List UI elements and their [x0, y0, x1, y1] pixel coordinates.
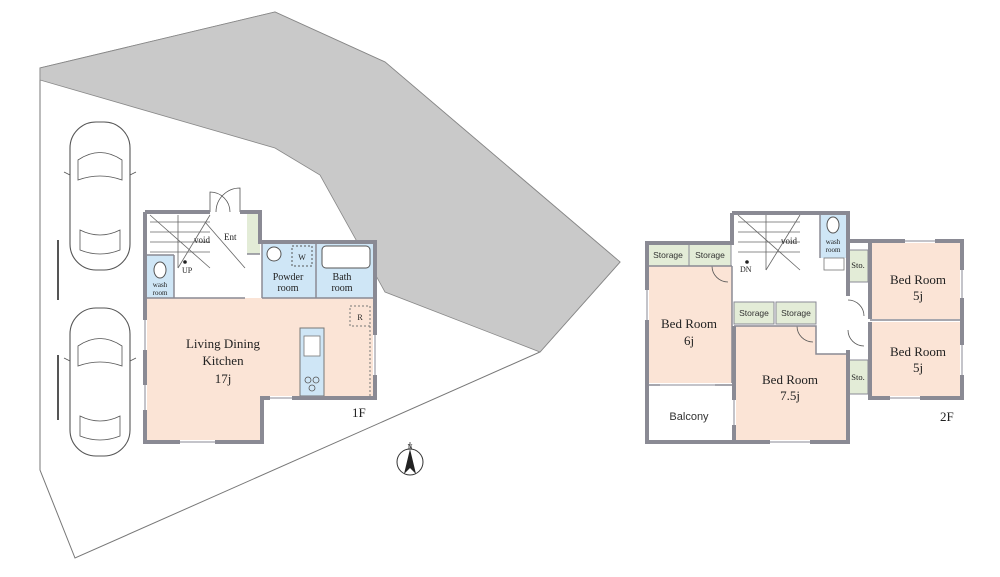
- fridge-label: R: [357, 313, 363, 322]
- bed-room-5j-lower: [870, 322, 962, 398]
- powder-room-line2: room: [277, 283, 298, 294]
- ldk-label-line1: Living Dining: [186, 336, 261, 351]
- bed-room-5j-upper-label: Bed Room: [890, 272, 946, 287]
- sto-label-lower: Sto.: [851, 372, 864, 382]
- north-label: N: [407, 443, 412, 451]
- entrance-label: Ent: [224, 232, 237, 242]
- storage-label-3: Storage: [739, 308, 769, 318]
- floor-2-plan: [645, 211, 964, 444]
- bath-room-line2: room: [331, 283, 352, 294]
- bath-room-line1: Bath: [333, 272, 352, 283]
- floor-2-label: 2F: [940, 409, 954, 424]
- bed-room-5j-upper: [870, 241, 962, 319]
- north-arrow-icon: [396, 442, 424, 476]
- storage-3: [733, 301, 775, 325]
- ldk-size-label: 17j: [215, 371, 232, 386]
- bed-room-6j-label: Bed Room: [661, 316, 717, 331]
- void-label-1f: void: [194, 235, 211, 245]
- bed-room-6j: [647, 266, 732, 383]
- storage-label-4: Storage: [781, 308, 811, 318]
- bed-room-6j-size: 6j: [684, 333, 694, 348]
- sto-label-upper: Sto.: [851, 260, 864, 270]
- bed-room-5j-lower-label: Bed Room: [890, 344, 946, 359]
- storage-4: [775, 301, 817, 325]
- wash-label-1f-line1: wash: [153, 281, 168, 289]
- car-icon: [63, 121, 137, 271]
- void-label-2f: void: [781, 236, 798, 246]
- up-label: UP: [182, 266, 193, 275]
- bed-room-7-5j: [734, 326, 847, 442]
- ldk-label-line2: Kitchen: [202, 353, 244, 368]
- road-area: [39, 11, 621, 353]
- storage-label-2: Storage: [695, 250, 725, 260]
- balcony-area: [647, 385, 732, 442]
- bed-room-7-5j-label: Bed Room: [762, 372, 818, 387]
- wash-label-2f-line1: wash: [826, 238, 841, 246]
- fridge-space: [349, 305, 371, 327]
- wash-label-1f-line2: room: [153, 289, 168, 297]
- washer-space: [291, 245, 313, 267]
- washer-label: W: [298, 253, 306, 262]
- floor-1-label: 1F: [352, 405, 366, 420]
- down-label: DN: [740, 265, 752, 274]
- bed-room-5j-upper-size: 5j: [913, 288, 923, 303]
- balcony-label: Balcony: [669, 411, 709, 423]
- bed-room-5j-lower-size: 5j: [913, 360, 923, 375]
- car-icon: [63, 307, 137, 457]
- powder-room-line1: Powder: [273, 272, 304, 283]
- wash-label-2f-line2: room: [826, 246, 841, 254]
- bed-room-7-5j-size: 7.5j: [780, 388, 800, 403]
- floor-1-plan: [143, 187, 377, 444]
- storage-label-1: Storage: [653, 250, 683, 260]
